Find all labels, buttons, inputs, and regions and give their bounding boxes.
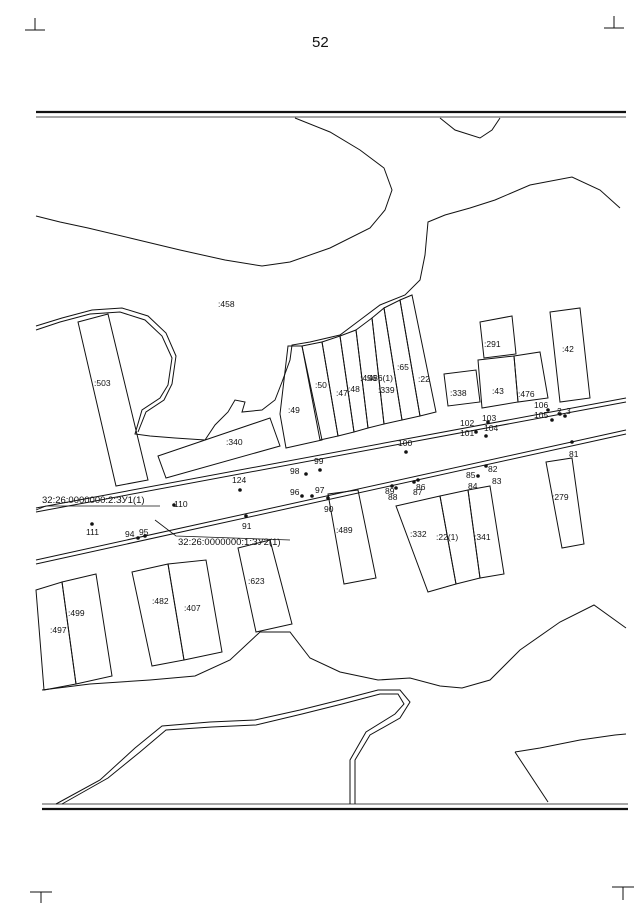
parcel-label: :43 [492,386,504,396]
point-label: 88 [388,492,398,502]
terrain-contour [35,117,621,441]
point-label: 82 [488,464,498,474]
parcel-label: :48 [348,384,360,394]
point-label: 99 [314,456,324,466]
point-label: 111 [86,527,99,537]
parcel-label: :340 [226,437,243,447]
point-label: 86 [416,482,426,492]
parcel-designations: 32:26:0000000:2:ЗУ1(1) 32:26:0000000:1:З… [42,495,281,548]
page-number: 52 [312,34,329,51]
designation-label: 32:26:0000000:1:ЗУ2(1) [178,537,281,548]
point-label: 104 [484,423,498,433]
point-label: 97 [315,485,325,495]
parcel-label: :22(1) [436,532,458,542]
point-label: 105 [534,410,548,420]
parcel-label: :279 [552,492,569,502]
point-label: 2 [557,406,562,416]
parcel-label: :341 [474,532,491,542]
point-label: 106 [534,400,548,410]
parcel-label: :489 [336,525,353,535]
parcel-label: :65 [397,362,409,372]
parcel-label: :458 [218,299,235,309]
map-frame [36,110,628,811]
point-label: 89 [385,486,395,496]
parcel-label: :49 [288,405,300,415]
parcel-label: :482 [152,596,169,606]
parcel-label: :50 [315,380,327,390]
parcel-label: :22 [418,374,430,384]
point-label: 87 [413,487,423,497]
parcel-label: :407 [184,603,201,613]
road [35,397,627,565]
point-label: 110 [174,499,188,509]
parcel-outlines [35,294,591,691]
point-label: 95 [139,527,149,537]
parcel-label: :486(1) [366,373,393,383]
parcel-label: :332 [410,529,427,539]
crop-marks [25,16,634,903]
parcel-label: :623 [248,576,265,586]
parcel-label: :339 [378,385,395,395]
point-label: 124 [232,475,246,485]
point-label: 103 [482,413,496,423]
designation-label: 32:26:0000000:2:ЗУ1(1) [42,495,145,506]
parcel-label: :291 [484,339,501,349]
lower-terrain [41,604,627,805]
point-label: 96 [290,487,300,497]
parcel-label: :476 [518,389,535,399]
point-label: 91 [242,521,252,531]
parcel-label: :42 [562,344,574,354]
point-label: 98 [290,466,300,476]
parcel-label: :503 [94,378,111,388]
point-label: 83 [492,476,502,486]
point-label: 81 [569,449,579,459]
point-label: 84 [468,481,478,491]
parcel-labels: :458 :503 :340 :49 :50 :47 :48 :456 :486… [50,299,574,635]
point-label: 100 [398,438,412,448]
point-label: 3 [566,406,571,416]
parcel-label: :456 [360,373,377,383]
point-label: 102 [460,418,474,428]
boundary-points [90,408,574,540]
point-label: 94 [125,529,135,539]
parcel-label: :338 [450,388,467,398]
parcel-label: :47 [336,388,348,398]
point-label: 90 [324,504,334,514]
parcel-label: :497 [50,625,67,635]
point-label: 85 [466,470,476,480]
designation-leaders [35,505,291,541]
point-label: 101 [460,428,474,438]
parcel-label: :499 [68,608,85,618]
point-labels: 99 100 101 102 103 104 105 106 2 3 81 82… [86,400,579,539]
